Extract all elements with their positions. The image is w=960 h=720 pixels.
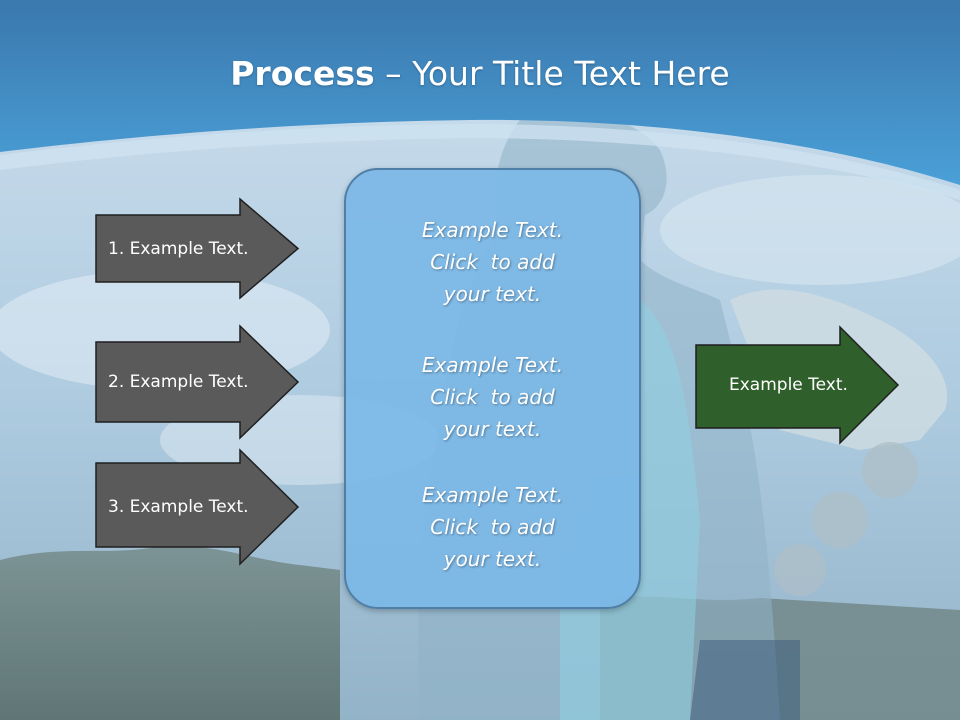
center-block-2-line2: Click to add [430, 385, 555, 409]
center-block-2-line1: Example Text. [421, 353, 564, 377]
center-block-1: Example Text. Click to add your text. [346, 214, 639, 310]
right-arrow-shape-icon [95, 197, 300, 300]
step-arrow-3[interactable]: 3. Example Text. [95, 448, 300, 566]
right-arrow-shape-icon [95, 324, 300, 440]
title-separator: – [374, 54, 413, 93]
title-bold: Process [230, 54, 375, 93]
title-rest: Your Title Text Here [412, 54, 730, 93]
center-text-box[interactable]: Example Text. Click to add your text. Ex… [344, 168, 641, 609]
center-block-2: Example Text. Click to add your text. [346, 349, 639, 445]
center-block-1-line2: Click to add [430, 250, 555, 274]
step-label-3: 3. Example Text. [108, 497, 249, 517]
step-label-2: 2. Example Text. [108, 372, 249, 392]
step-label-1: 1. Example Text. [108, 238, 249, 259]
center-block-1-line1: Example Text. [421, 218, 564, 242]
right-arrow-shape-icon [95, 448, 300, 566]
result-arrow[interactable]: Example Text. [695, 325, 900, 445]
center-block-3: Example Text. Click to add your text. [346, 479, 639, 575]
center-block-3-line3: your text. [443, 547, 542, 571]
step-arrow-2[interactable]: 2. Example Text. [95, 324, 300, 440]
result-label: Example Text. [729, 375, 848, 395]
slide-title: Process – Your Title Text Here [0, 52, 960, 96]
center-block-3-line1: Example Text. [421, 483, 564, 507]
step-arrow-1[interactable]: 1. Example Text. [95, 197, 300, 300]
center-block-1-line3: your text. [443, 282, 542, 306]
right-arrow-shape-icon [695, 325, 900, 445]
center-block-2-line3: your text. [443, 417, 542, 441]
center-block-3-line2: Click to add [430, 515, 555, 539]
